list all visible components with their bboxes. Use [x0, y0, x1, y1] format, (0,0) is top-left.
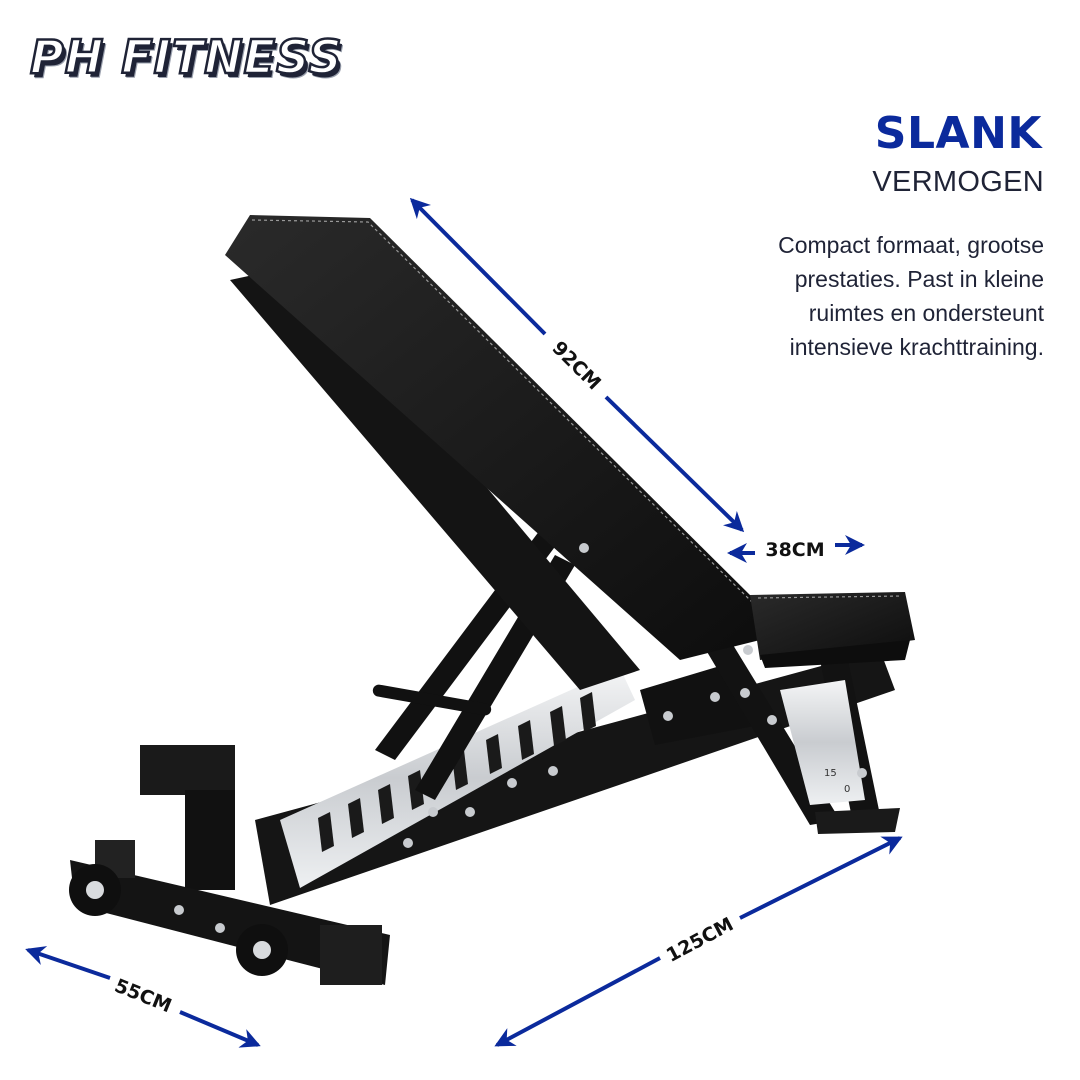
dimension-base-width: 55CM	[25, 946, 261, 1048]
dimension-label-backrest: 92CM	[548, 337, 605, 394]
dimension-label-base-length: 125CM	[663, 913, 737, 966]
description-line: ruimtes en ondersteunt	[808, 300, 1044, 326]
adjust-number: 15	[824, 768, 837, 779]
dimension-seat: 38CM	[727, 535, 865, 563]
adjustment-handle	[372, 684, 492, 716]
adjust-number: 0	[844, 784, 850, 795]
description-line: prestaties. Past in kleine	[794, 266, 1044, 292]
dimension-label-base-width: 55CM	[111, 975, 174, 1018]
dimension-label-seat: 38CM	[765, 539, 824, 561]
description-line: intensieve krachttraining.	[789, 334, 1044, 360]
seat-pad	[750, 592, 915, 660]
brand-logo: PH FITNESS	[29, 29, 343, 86]
backrest-pad	[225, 215, 760, 660]
bench-product: 15 0	[69, 215, 915, 985]
description-line: Compact formaat, grootse	[778, 232, 1044, 258]
product-description: Compact formaat, grootse prestaties. Pas…	[704, 228, 1044, 364]
front-stabilizer	[70, 860, 390, 985]
bolts	[174, 543, 867, 933]
subheadline: VERMOGEN	[872, 166, 1044, 198]
dimension-base-length: 125CM	[494, 836, 903, 1047]
foot-pad-holder	[140, 745, 235, 795]
headline: SLANK	[874, 108, 1042, 159]
